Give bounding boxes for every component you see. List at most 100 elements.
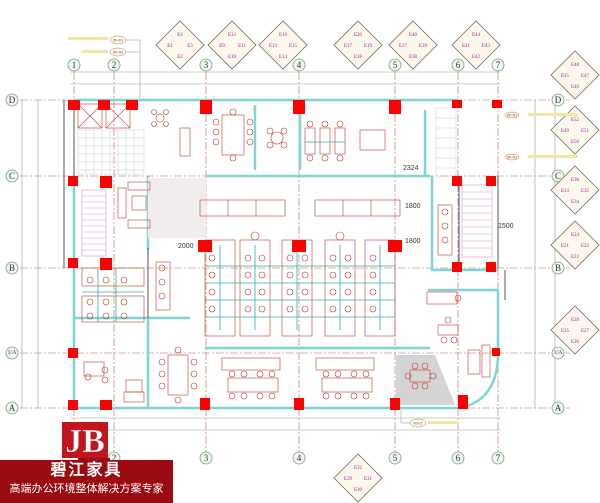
svg-text:5: 5 <box>393 453 398 463</box>
svg-text:7: 7 <box>496 60 501 70</box>
dimension-text: 2000 1800 1800 2324 1500 <box>178 165 514 250</box>
furniture <box>81 108 491 404</box>
svg-text:E17: E17 <box>344 44 353 49</box>
svg-text:C: C <box>555 171 561 181</box>
svg-text:E34: E34 <box>571 200 580 205</box>
svg-text:3: 3 <box>204 60 209 70</box>
dimension-lines <box>21 71 556 431</box>
svg-text:1800: 1800 <box>405 203 421 210</box>
svg-text:E38: E38 <box>409 55 418 60</box>
svg-text:2000: 2000 <box>178 243 194 250</box>
svg-text:A: A <box>555 403 562 413</box>
svg-text:B: B <box>555 263 561 273</box>
svg-text:E44: E44 <box>472 33 481 38</box>
svg-text:1/A: 1/A <box>554 350 564 356</box>
svg-text:E52: E52 <box>571 118 580 123</box>
svg-text:E19: E19 <box>364 44 373 49</box>
stair-treads <box>82 191 492 251</box>
svg-text:E4: E4 <box>177 33 183 38</box>
svg-text:6: 6 <box>456 453 461 463</box>
yellow-labels <box>68 37 578 424</box>
svg-text:E26: E26 <box>571 340 580 345</box>
svg-text:E1: E1 <box>167 44 173 49</box>
svg-text:7: 7 <box>496 453 501 463</box>
brand-slogan: 高端办公环境整体解决方案专家 <box>9 482 164 495</box>
svg-text:E11: E11 <box>238 44 246 49</box>
walls-dark <box>63 100 506 318</box>
svg-text:6: 6 <box>456 60 461 70</box>
structural-columns <box>68 100 502 410</box>
svg-text:1/A: 1/A <box>8 350 18 356</box>
svg-text:E47: E47 <box>581 74 590 79</box>
svg-text:D: D <box>555 95 562 105</box>
svg-text:E29: E29 <box>344 477 353 482</box>
svg-text:E15: E15 <box>289 44 298 49</box>
tag-leaders <box>109 35 520 428</box>
svg-text:3: 3 <box>204 453 209 463</box>
svg-text:E31: E31 <box>364 477 373 482</box>
svg-text:E46: E46 <box>571 85 580 90</box>
svg-text:E12: E12 <box>228 33 237 38</box>
svg-text:E21: E21 <box>561 244 570 249</box>
brand-banner: 碧江家具 高端办公环境整体解决方案专家 <box>0 460 173 503</box>
svg-text:E16: E16 <box>279 33 288 38</box>
svg-text:2F-01: 2F-01 <box>113 38 124 43</box>
svg-text:1500: 1500 <box>498 223 514 230</box>
axis-labels: 1 2 3 4 5 6 7 2 3 4 5 6 7 D C B 1/A A D … <box>8 60 564 463</box>
svg-text:E45: E45 <box>561 74 570 79</box>
svg-text:E13: E13 <box>269 44 278 49</box>
desk-partitions <box>82 141 395 330</box>
svg-text:JB: JB <box>65 423 105 460</box>
svg-text:E28: E28 <box>571 318 580 323</box>
svg-text:E14: E14 <box>279 55 288 60</box>
hatched-floor <box>396 355 455 405</box>
axis-bubbles <box>5 58 565 465</box>
lounge-carpet <box>148 178 206 238</box>
svg-text:E25: E25 <box>561 329 570 334</box>
svg-text:E42: E42 <box>472 55 481 60</box>
svg-text:E32: E32 <box>354 466 363 471</box>
svg-text:E23: E23 <box>581 244 590 249</box>
svg-text:E51: E51 <box>581 129 590 134</box>
svg-text:E9: E9 <box>219 44 225 49</box>
svg-text:2F-01: 2F-01 <box>507 155 518 160</box>
svg-text:E49: E49 <box>561 129 570 134</box>
svg-text:E33: E33 <box>561 189 570 194</box>
svg-text:E50: E50 <box>571 140 580 145</box>
svg-text:E18: E18 <box>354 55 363 60</box>
tag-text: 2F-01 2F-02 2F-01 2F-01 KS-2 <box>113 38 518 426</box>
svg-text:E43: E43 <box>482 44 491 49</box>
svg-text:4: 4 <box>297 453 302 463</box>
svg-text:B: B <box>9 263 15 273</box>
svg-text:E20: E20 <box>354 33 363 38</box>
svg-text:E35: E35 <box>581 189 590 194</box>
stairs <box>81 184 493 258</box>
svg-text:E39: E39 <box>419 44 428 49</box>
svg-text:2: 2 <box>112 453 117 463</box>
tile-floor <box>77 107 457 177</box>
elevation-markers <box>155 20 600 503</box>
svg-text:E36: E36 <box>571 178 580 183</box>
svg-text:2F-02: 2F-02 <box>113 50 124 55</box>
svg-text:E27: E27 <box>581 329 590 334</box>
svg-text:1: 1 <box>72 60 77 70</box>
svg-text:E40: E40 <box>409 33 418 38</box>
svg-text:D: D <box>9 95 16 105</box>
svg-text:E37: E37 <box>399 44 408 49</box>
svg-text:2324: 2324 <box>403 165 419 172</box>
svg-text:2F-01: 2F-01 <box>507 113 518 118</box>
svg-text:KS-2: KS-2 <box>414 421 424 426</box>
svg-text:A: A <box>9 403 16 413</box>
svg-text:E24: E24 <box>571 233 580 238</box>
svg-text:4: 4 <box>297 60 302 70</box>
svg-text:E22: E22 <box>571 255 580 260</box>
svg-text:5: 5 <box>393 60 398 70</box>
svg-text:C: C <box>9 171 15 181</box>
svg-text:E10: E10 <box>228 55 237 60</box>
svg-text:E30: E30 <box>354 488 363 493</box>
svg-text:2: 2 <box>112 60 117 70</box>
brand-name: 碧江家具 <box>50 460 123 479</box>
svg-text:E48: E48 <box>571 63 580 68</box>
